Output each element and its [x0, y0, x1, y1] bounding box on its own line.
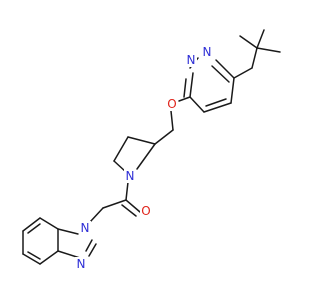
atom-n-pyrrolidine: N [124, 169, 136, 183]
atom-label: O [141, 204, 150, 218]
bond [256, 47, 281, 53]
bond [27, 223, 41, 234]
atom-label: N [203, 45, 212, 59]
bond [121, 204, 137, 217]
atom-label: N [187, 53, 196, 67]
bond [125, 181, 129, 201]
bond [22, 217, 41, 232]
bond [39, 217, 59, 230]
bond [154, 129, 174, 145]
bond [22, 253, 41, 265]
atom-label: N [77, 257, 86, 271]
atom-n-pyridazine-1: N [185, 53, 197, 67]
atom-n-benzimidazole-3: N [75, 257, 87, 271]
atom-label: N [126, 169, 135, 183]
bond [251, 47, 258, 69]
bond [233, 67, 253, 79]
atom-o-ether: O [165, 97, 177, 111]
bond [215, 59, 235, 79]
bond [183, 78, 187, 98]
bond [88, 243, 97, 257]
bonds [22, 29, 281, 265]
bond [57, 250, 81, 259]
bond [230, 77, 235, 104]
bond [27, 251, 41, 260]
atom-o-carbonyl: O [140, 204, 152, 218]
bond [239, 35, 258, 49]
bond [102, 199, 127, 209]
atom-labels: N N O N O N N [75, 45, 213, 271]
bond [189, 96, 205, 113]
bond [113, 136, 129, 162]
bond [203, 102, 232, 113]
bond [205, 98, 227, 107]
bond [256, 29, 265, 49]
bond [170, 110, 174, 131]
bond [136, 143, 156, 170]
bond [39, 250, 59, 265]
bond [178, 96, 191, 102]
atom-n-benzimidazole-1: N [79, 221, 91, 235]
bond [89, 207, 104, 223]
bond [85, 239, 93, 252]
molecule-canvas: N N O N O N N [22, 29, 281, 271]
bond [127, 136, 156, 145]
bond [125, 199, 141, 213]
atom-label: O [167, 97, 176, 111]
molecule-structure: N N O N O N N [22, 29, 281, 271]
atom-label: N [81, 221, 90, 235]
bond [211, 65, 230, 83]
atom-n-pyridazine-2: N [201, 45, 213, 59]
bond [189, 72, 194, 98]
bond [57, 228, 79, 235]
